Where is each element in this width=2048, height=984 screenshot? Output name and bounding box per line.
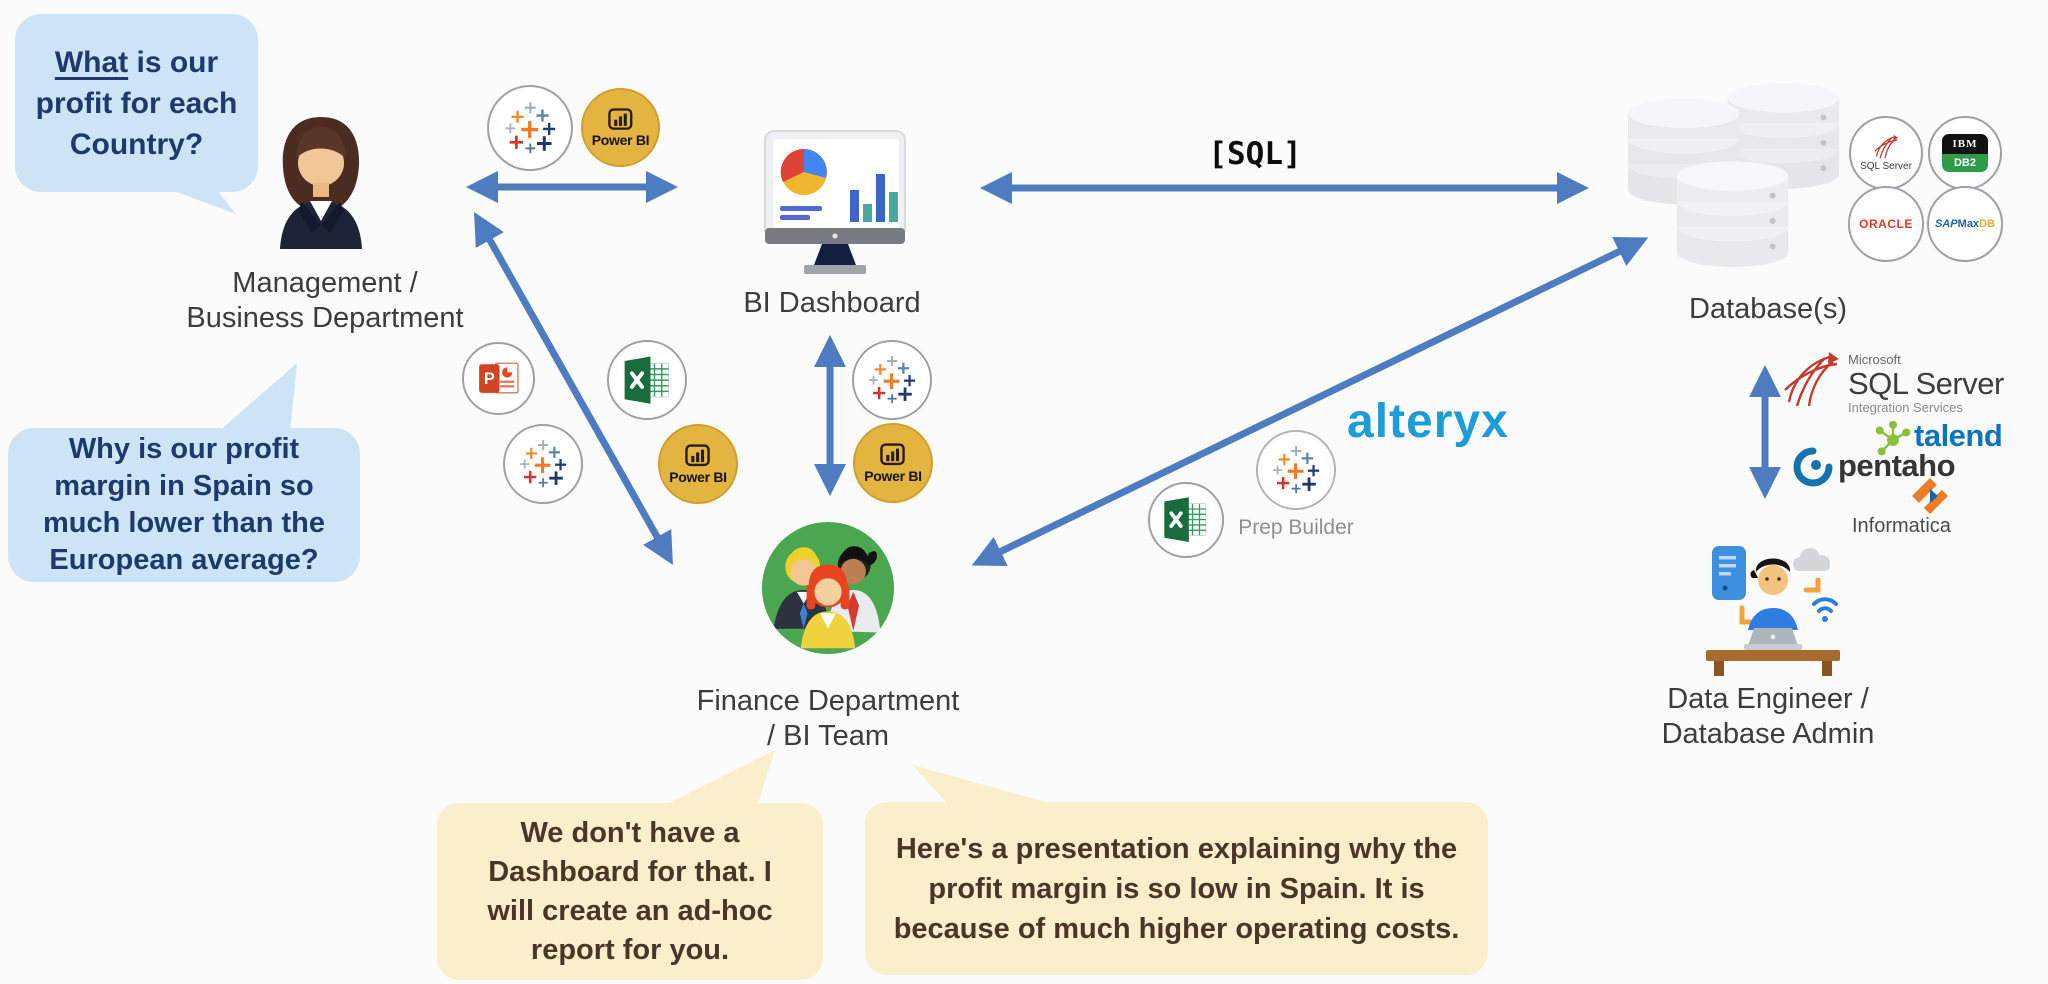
bubble-line: will create an ad-hoc xyxy=(487,894,773,927)
bi-dashboard-label: BI Dashboard xyxy=(732,286,932,321)
prep-builder-label: Prep Builder xyxy=(1238,516,1354,539)
sql-connection-label: [SQL] xyxy=(1208,136,1302,172)
management-person-avatar xyxy=(280,117,362,249)
bubble-text: is our xyxy=(128,45,219,79)
tableau-icon xyxy=(503,424,583,504)
bubble-line: report for you. xyxy=(530,933,730,966)
bubble-line: Country? xyxy=(69,127,204,161)
label-line: Finance Department xyxy=(696,685,960,717)
finance-team-label: Finance Department / BI Team xyxy=(668,684,988,754)
tableau-prep-builder-icon xyxy=(1256,430,1336,510)
data-engineer-avatar xyxy=(1706,546,1840,676)
power-bi-label: Power BI xyxy=(864,467,922,484)
bubble-line: What is our xyxy=(15,42,258,83)
databases-label: Database(s) xyxy=(1668,292,1868,327)
power-bi-glyph xyxy=(880,443,905,466)
arrow-management-finance xyxy=(474,211,673,566)
question2-bubble-tail xyxy=(218,363,297,432)
databases-icon xyxy=(1628,83,1840,267)
sap-label: SAP xyxy=(1935,218,1958,230)
label-line: Database(s) xyxy=(1689,293,1847,325)
excel-icon xyxy=(1148,482,1224,558)
bubble-line: European average? xyxy=(49,544,319,576)
microsoft-label: Microsoft xyxy=(1848,352,1901,367)
oracle-icon: ORACLE xyxy=(1848,186,1924,262)
label-line: / BI Team xyxy=(767,720,889,752)
underlined-word: What xyxy=(54,45,129,79)
speech-bubble-answer-adhoc-report: We don't have a Dashboard for that. I wi… xyxy=(437,803,823,980)
bubble-line: because of much higher operating costs. xyxy=(893,912,1460,945)
sql-server-db-icon: SQL Server xyxy=(1849,116,1923,190)
excel-logo-glyph xyxy=(624,356,669,404)
sql-server-logo-text: SQL Server xyxy=(1848,366,2004,401)
label-line: Management / xyxy=(232,267,418,299)
speech-bubble-question-spain-margin: Why is our profit margin in Spain so muc… xyxy=(8,428,360,582)
informatica-logo-text: Informatica xyxy=(1852,515,1951,537)
answer2-bubble-tail xyxy=(912,765,1060,806)
bubble-line: much lower than the xyxy=(43,507,325,539)
label-line: Database Admin xyxy=(1661,718,1875,750)
management-label: Management / Business Department xyxy=(150,266,500,336)
maxdb-label: Max xyxy=(1957,218,1980,230)
label-line: Data Engineer / xyxy=(1667,683,1869,715)
db2-label: DB2 xyxy=(1942,154,1988,172)
sql-server-db-label: SQL Server xyxy=(1860,161,1912,172)
answer1-bubble-tail xyxy=(663,750,775,806)
finance-team-avatar xyxy=(761,521,895,655)
power-bi-icon: Power BI xyxy=(658,424,738,504)
sql-server-fan-icon xyxy=(1874,134,1899,159)
power-bi-label: Power BI xyxy=(669,468,727,485)
power-bi-glyph xyxy=(685,444,710,467)
bubble-line: Here's a presentation explaining why the xyxy=(895,832,1458,865)
tableau-logo-glyph xyxy=(868,355,916,404)
bi-dashboard-monitor-icon xyxy=(764,130,906,274)
ssis-fan-icon xyxy=(1784,352,1839,407)
ibm-db2-icon: IBM DB2 xyxy=(1928,116,2002,190)
alteryx-logo: alteryx xyxy=(1347,395,1509,448)
excel-icon xyxy=(607,340,687,420)
label-line: Business Department xyxy=(186,302,464,334)
speech-bubble-answer-presentation: Here's a presentation explaining why the… xyxy=(865,802,1488,975)
bubble-line: We don't have a xyxy=(520,816,740,849)
bubble-line: Dashboard for that. I xyxy=(488,855,772,888)
bubble-line: profit margin is so low in Spain. It is xyxy=(928,872,1425,905)
tableau-logo-glyph xyxy=(519,439,567,488)
speech-bubble-question-country-profit: What is our profit for each Country? xyxy=(15,14,258,192)
tableau-logo-glyph xyxy=(1272,445,1320,494)
ibm-label: IBM xyxy=(1942,134,1988,154)
integration-services-label: Integration Services xyxy=(1848,400,1963,415)
tableau-icon xyxy=(487,85,573,171)
data-engineer-label: Data Engineer / Database Admin xyxy=(1628,682,1908,752)
informatica-icon xyxy=(1910,476,1950,516)
label-line: BI Dashboard xyxy=(743,287,921,319)
power-bi-glyph xyxy=(607,108,632,130)
bubble-line: profit for each xyxy=(35,86,238,120)
power-bi-label: Power BI xyxy=(591,132,650,149)
sap-maxdb-label: SAPMaxDB xyxy=(1935,218,1995,230)
sap-maxdb-icon: SAPMaxDB xyxy=(1927,186,2003,262)
powerpoint-icon: P xyxy=(462,342,535,415)
oracle-label: ORACLE xyxy=(1859,217,1913,231)
svg-text:P: P xyxy=(484,370,495,388)
power-bi-icon: Power BI xyxy=(581,88,660,167)
tableau-icon xyxy=(852,340,932,420)
talend-icon xyxy=(1875,421,1911,456)
pentaho-icon xyxy=(1793,447,1833,487)
excel-logo-glyph xyxy=(1164,497,1207,543)
ibm-db2-badge: IBM DB2 xyxy=(1942,134,1988,172)
pentaho-logo-text: pentaho xyxy=(1838,448,1956,483)
maxdb-db-label: DB xyxy=(1979,218,1995,230)
tableau-logo-glyph xyxy=(505,101,555,153)
bubble-line: Why is our profit xyxy=(68,433,300,465)
powerpoint-logo-glyph: P xyxy=(479,362,519,394)
bubble-line: margin in Spain so xyxy=(54,470,314,502)
power-bi-icon: Power BI xyxy=(853,423,933,503)
db-stack-back-right xyxy=(1628,83,1840,267)
talend-logo-text: talend xyxy=(1914,418,2003,453)
arrow-finance-database xyxy=(971,237,1649,566)
